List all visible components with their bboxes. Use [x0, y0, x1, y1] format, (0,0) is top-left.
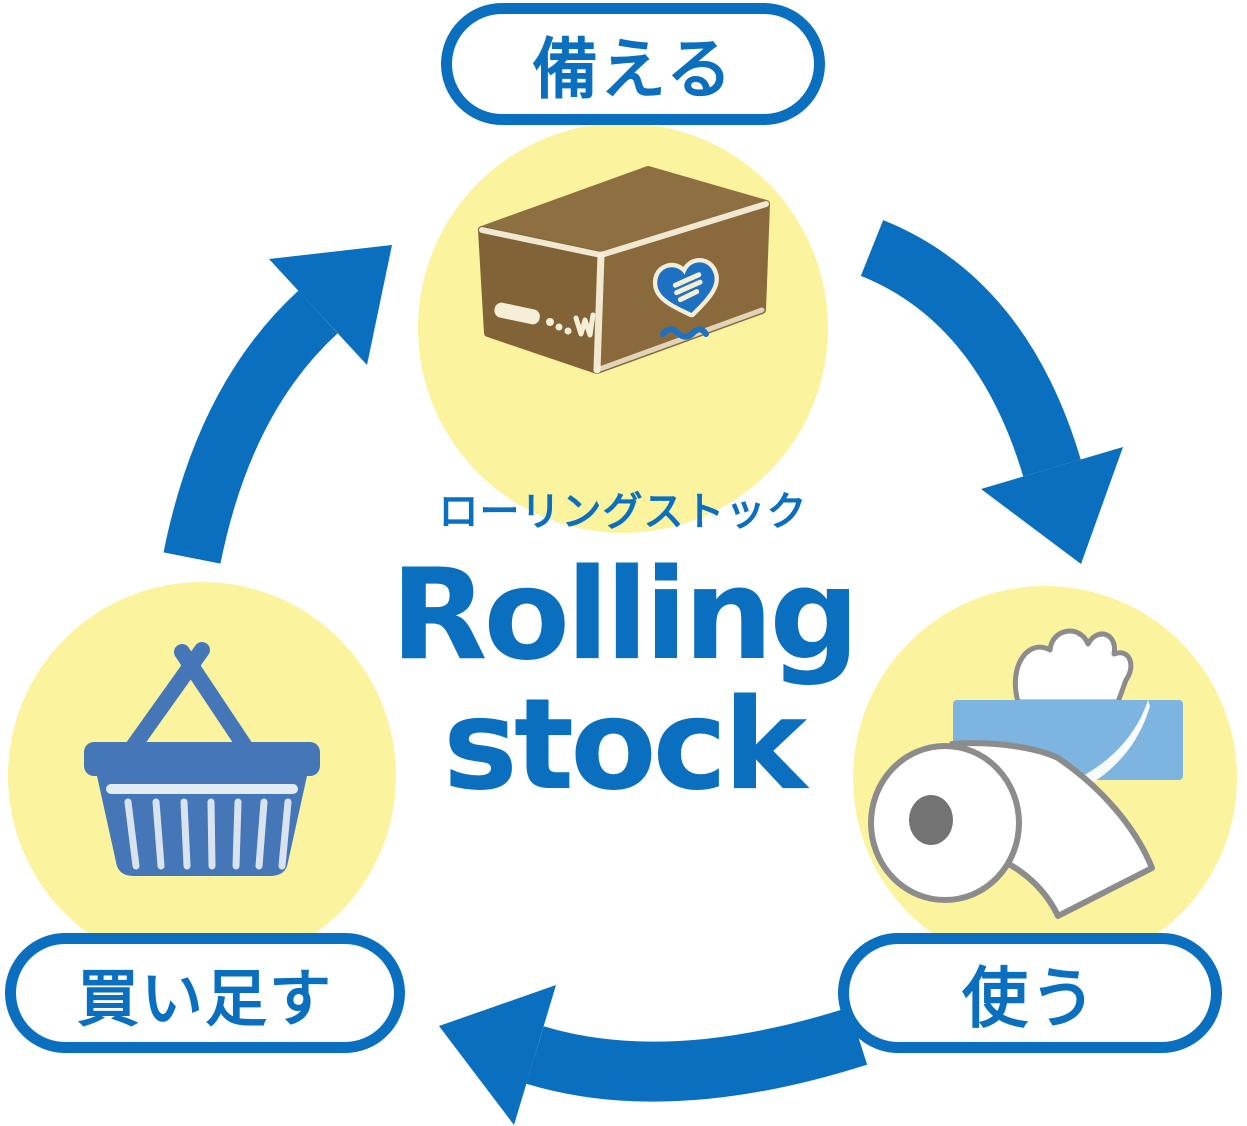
arrow-prepare-to-use-icon — [860, 220, 1123, 564]
use-label-pill: 使う — [838, 933, 1222, 1053]
restock-label: 買い足す — [76, 962, 333, 1035]
diagram-title: ローリングストック Rolling stock — [340, 490, 906, 810]
title-en-line2: stock — [442, 670, 807, 818]
restock-label-pill: 買い足す — [5, 933, 405, 1053]
prepare-label: 備える — [531, 31, 735, 108]
arrow-use-to-restock-icon — [439, 985, 868, 1125]
title-kana: ローリングストック — [438, 489, 808, 535]
use-step-circle — [853, 586, 1237, 970]
prepare-step-circle — [418, 123, 828, 533]
title-en-line1: Rolling — [390, 541, 859, 688]
use-label: 使う — [962, 960, 1098, 1037]
restock-step-circle — [8, 582, 396, 970]
prepare-label-pill: 備える — [441, 3, 825, 125]
